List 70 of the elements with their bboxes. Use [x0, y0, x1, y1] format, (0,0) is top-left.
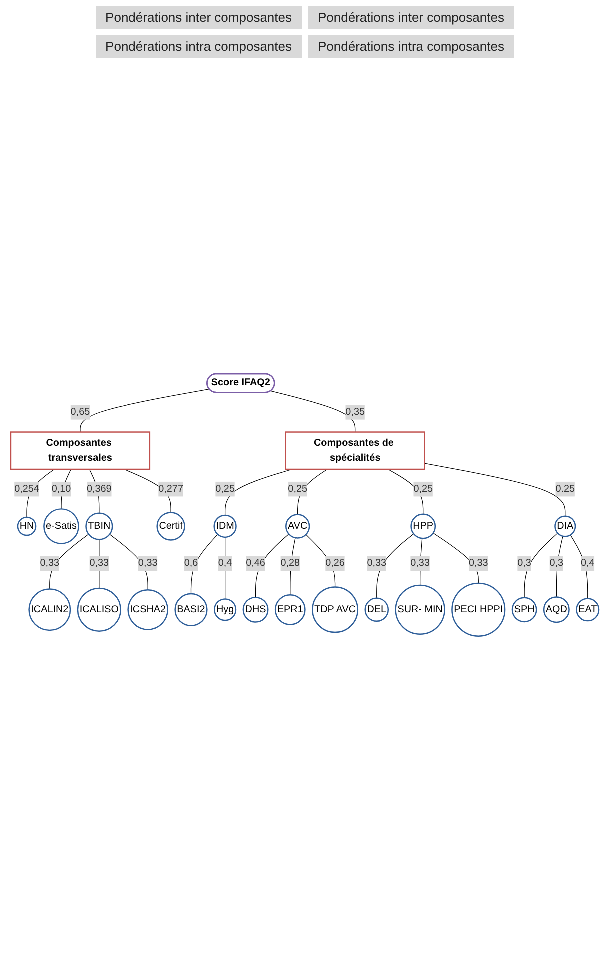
edge-label: 0,25 [288, 484, 308, 495]
edge-label: 0,3 [518, 558, 532, 569]
node-circle: e-Satis [44, 508, 80, 545]
weighting-band: Pondérations intra composantes [96, 35, 302, 58]
edge-label: 0,33 [367, 558, 387, 569]
edge-label: 0,33 [468, 558, 488, 569]
node-circle: HN [17, 517, 37, 536]
edge-label: 0,277 [158, 484, 184, 495]
edge-label: 0,33 [410, 558, 430, 569]
node-circle: SUR- MIN [395, 585, 446, 636]
node-box: Composantes transversales [10, 432, 151, 470]
connector [225, 538, 226, 600]
connector [190, 534, 218, 595]
node-circle: EPR1 [274, 594, 306, 626]
node-circle: PECI HPPI [452, 583, 506, 638]
edge-label: 0,25 [414, 484, 434, 495]
node-circle: IDM [214, 515, 237, 538]
node-circle: TBIN [86, 513, 114, 541]
edge-label: 0,3 [550, 558, 564, 569]
connector [298, 470, 328, 516]
edge-label: 0,25 [216, 484, 235, 495]
edge-label: 0,4 [218, 558, 232, 569]
node-box: Composantes de spécialités [285, 432, 426, 470]
edge-label: 0,6 [184, 558, 198, 569]
weighting-band: Pondérations inter composantes [96, 6, 302, 29]
edge-label: 0,254 [14, 484, 40, 495]
edge-label: 0,10 [52, 484, 72, 495]
connector [524, 533, 558, 599]
connector [556, 536, 564, 598]
connector [376, 534, 414, 600]
node-circle: Certif [156, 512, 186, 542]
weighting-band: Pondérations inter composantes [308, 6, 514, 29]
node-circle: EAT [576, 598, 600, 622]
connector [433, 533, 479, 584]
edge-label: 0,35 [346, 407, 366, 418]
connector [80, 389, 210, 433]
connector [99, 540, 100, 590]
node-circle: AQD [543, 597, 570, 624]
node-circle: TDP AVC [312, 587, 359, 634]
node-circle: DEL [364, 598, 390, 622]
node-circle: ICALISO [77, 588, 122, 632]
edge-label: 0,33 [138, 558, 158, 569]
node-circle: HPP [410, 514, 436, 540]
node-circle: AVC [286, 514, 310, 540]
connector [290, 538, 296, 596]
connector [388, 470, 424, 516]
node-circle: ICSHA2 [128, 590, 168, 631]
edge-label: 0,28 [280, 558, 300, 569]
edge-label: 0,46 [246, 558, 266, 569]
connector [420, 538, 423, 586]
node-circle: ICALIN2 [28, 589, 72, 632]
edge-label: 0.25 [556, 484, 576, 495]
node-circle: SPH [512, 598, 538, 623]
edge-label: 0,33 [40, 558, 60, 569]
edge-label: 0,26 [326, 558, 345, 569]
edge-label: 0,33 [90, 558, 110, 569]
weighting-band: Pondérations intra composantes [308, 35, 514, 58]
connector [110, 534, 148, 591]
connector [50, 534, 90, 590]
connector [270, 391, 356, 433]
node-circle: DIA [554, 516, 576, 538]
node-circle: Hyg [214, 598, 237, 622]
connector [255, 534, 290, 598]
connector [570, 535, 588, 600]
node-circle: DHS [242, 597, 269, 624]
node-circle: BASI2 [174, 594, 208, 627]
edge-label: 0,4 [580, 558, 595, 569]
edge-label: 0,369 [86, 484, 112, 495]
connector [424, 464, 566, 518]
edge-label: 0,65 [70, 407, 90, 418]
